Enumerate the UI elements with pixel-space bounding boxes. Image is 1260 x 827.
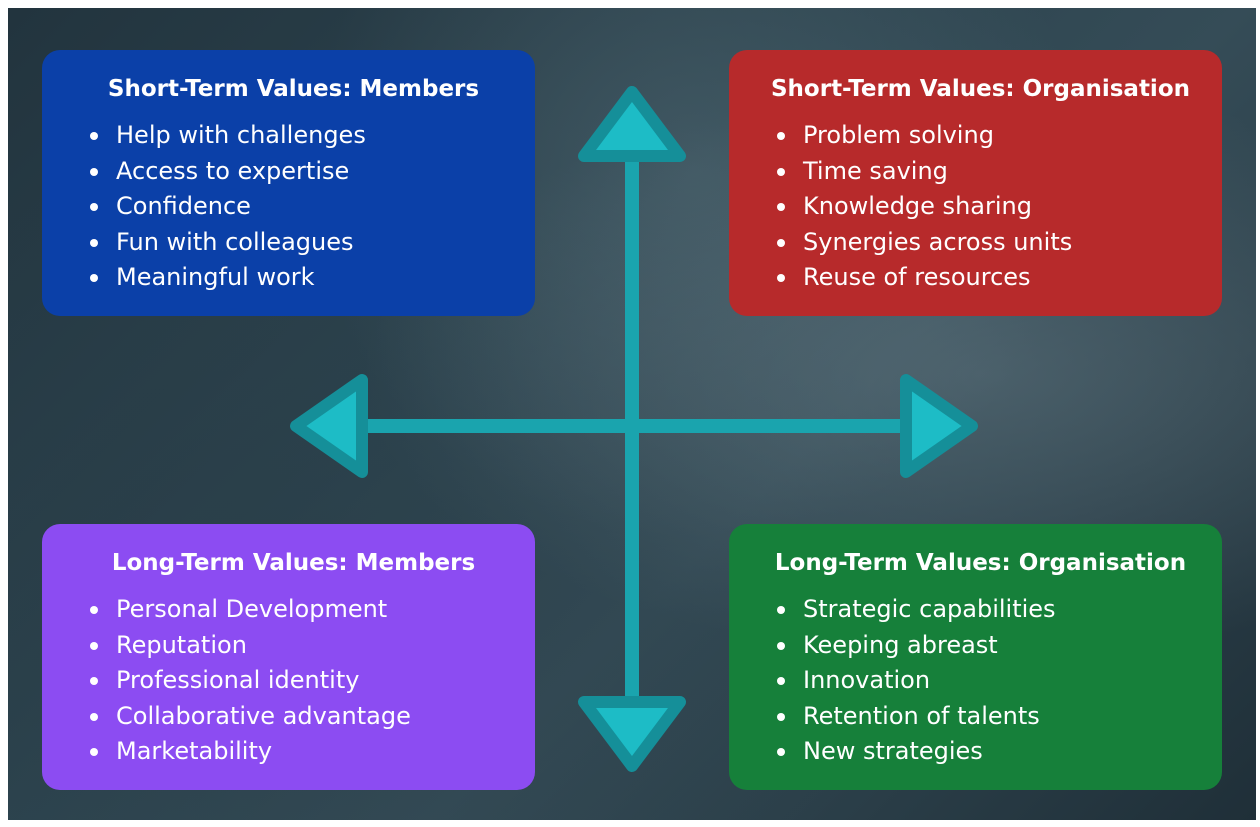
list-item: Innovation [775,663,1202,699]
bullet-icon [777,167,785,176]
bullet-icon [90,677,98,685]
bullet-icon [777,203,785,211]
list-item: Retention of talents [775,699,1202,735]
card-title: Long-Term Values: Organisation [774,550,1187,576]
short-term-organisation-card: Short-Term Values: Organisation Problem … [729,50,1222,316]
bullet-icon [777,606,785,614]
bullet-icon [777,274,785,282]
list-item: Collaborative advantage [88,699,515,735]
bullet-icon [90,167,98,176]
value-list: Problem solving Time saving Knowledge sh… [759,118,1202,296]
list-item: Meaningful work [88,260,515,296]
axis-arrows [290,86,978,772]
bullet-icon [90,606,98,614]
long-term-organisation-card: Long-Term Values: Organisation Strategic… [729,524,1222,790]
list-item: Fun with colleagues [88,225,515,261]
value-list: Strategic capabilities Keeping abreast I… [759,592,1202,770]
arrow-up-icon [578,86,686,162]
bullet-icon [90,132,98,140]
list-item: Confidence [88,189,515,225]
list-item: Professional identity [88,663,515,699]
list-item: Strategic capabilities [775,592,1202,628]
value-list: Personal Development Reputation Professi… [72,592,515,770]
bullet-icon [90,274,98,282]
list-item: Reuse of resources [775,260,1202,296]
bullet-icon [90,641,98,650]
bullet-icon [90,748,98,756]
bullet-icon [90,712,98,721]
long-term-members-card: Long-Term Values: Members Personal Devel… [42,524,535,790]
arrow-down-icon [578,696,686,772]
arrow-left-icon [290,374,368,478]
bullet-icon [777,677,785,685]
list-item: Synergies across units [775,225,1202,261]
list-item: Knowledge sharing [775,189,1202,225]
list-item: Personal Development [88,592,515,628]
bullet-icon [777,132,785,140]
arrow-right-icon [900,374,978,478]
list-item: New strategies [775,734,1202,770]
list-item: Help with challenges [88,118,515,154]
short-term-members-card: Short-Term Values: Members Help with cha… [42,50,535,316]
bullet-icon [90,238,98,247]
bullet-icon [777,748,785,756]
list-item: Time saving [775,154,1202,190]
bullet-icon [777,238,785,247]
list-item: Reputation [88,628,515,664]
bullet-icon [90,203,98,211]
bullet-icon [777,641,785,650]
list-item: Marketability [88,734,515,770]
card-title: Short-Term Values: Members [107,76,480,102]
bullet-icon [777,712,785,721]
list-item: Access to expertise [88,154,515,190]
list-item: Problem solving [775,118,1202,154]
value-list: Help with challenges Access to expertise… [72,118,515,296]
list-item: Keeping abreast [775,628,1202,664]
card-title: Long-Term Values: Members [111,550,476,576]
card-title: Short-Term Values: Organisation [770,76,1190,102]
diagram-canvas: Short-Term Values: Members Help with cha… [8,8,1256,820]
